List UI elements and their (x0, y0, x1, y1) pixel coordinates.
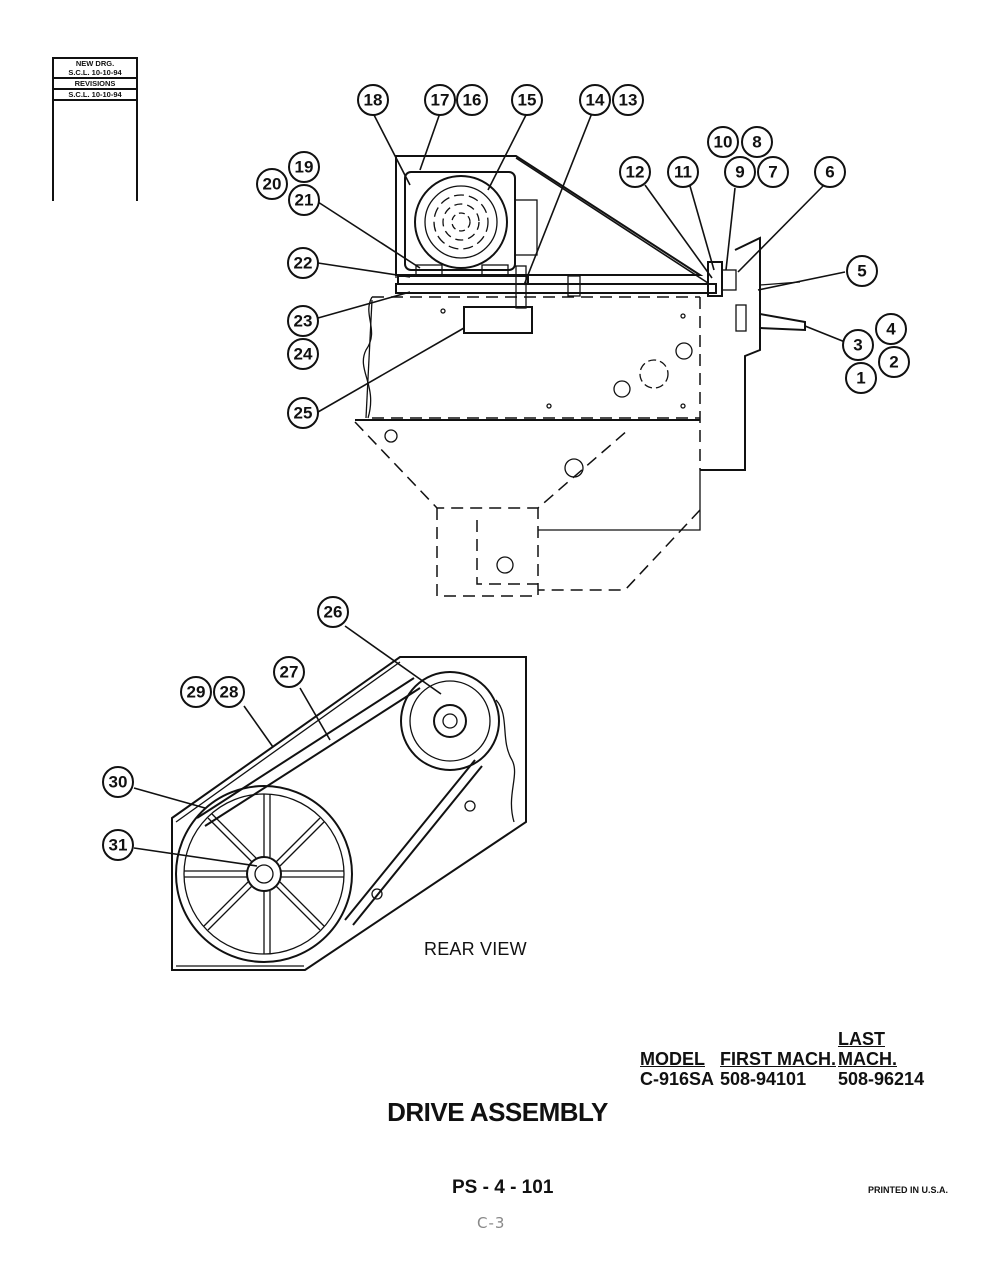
svg-text:6: 6 (825, 163, 834, 182)
drive-pulley (175, 785, 353, 963)
callout-22: 22 (287, 247, 319, 279)
svg-text:30: 30 (109, 773, 128, 792)
svg-text:8: 8 (752, 133, 761, 152)
last-mach-value: 508-96214 (838, 1069, 925, 1089)
callout-17: 17 (424, 84, 456, 116)
motor-guard (395, 155, 704, 276)
motor (404, 171, 538, 276)
svg-text:2: 2 (889, 353, 898, 372)
callout-27: 27 (273, 656, 305, 688)
callout-14: 14 (579, 84, 611, 116)
last-mach-header: LAST MACH. (838, 1029, 897, 1069)
svg-text:12: 12 (626, 163, 645, 182)
svg-text:24: 24 (294, 345, 313, 364)
callout-26: 26 (317, 596, 349, 628)
svg-text:28: 28 (220, 683, 239, 702)
motor-mount-plate (397, 275, 529, 285)
callout-6: 6 (814, 156, 846, 188)
svg-text:13: 13 (619, 91, 638, 110)
svg-text:17: 17 (431, 91, 450, 110)
rear-view (133, 625, 527, 971)
svg-text:23: 23 (294, 312, 313, 331)
belt-outer (196, 677, 415, 819)
handwritten-note: C-3 (477, 1214, 506, 1232)
svg-text:10: 10 (714, 133, 733, 152)
callout-25: 25 (287, 397, 319, 429)
svg-text:11: 11 (674, 163, 692, 182)
revision-date: S.C.L. 10-10-94 (54, 90, 136, 101)
callout-4: 4 (875, 313, 907, 345)
callout-16: 16 (456, 84, 488, 116)
side-view (317, 112, 846, 597)
callout-30: 30 (102, 766, 134, 798)
svg-text:20: 20 (263, 175, 282, 194)
new-drawing-label: NEW DRG. (54, 57, 136, 68)
callout-12: 12 (619, 156, 651, 188)
callout-23: 23 (287, 305, 319, 337)
motor-pulley (400, 671, 500, 771)
belt-guard (171, 656, 527, 971)
svg-text:25: 25 (294, 404, 313, 423)
output-flange (700, 236, 761, 471)
callout-11: 11 (667, 156, 699, 188)
callout-31: 31 (102, 829, 134, 861)
model-table-header: MODEL FIRST MACH.LAST MACH. (640, 1029, 943, 1069)
revision-block: NEW DRG. S.C.L. 10-10-94 REVISIONS S.C.L… (52, 57, 138, 201)
callout-28: 28 (213, 676, 245, 708)
svg-text:16: 16 (463, 91, 482, 110)
revisions-label: REVISIONS (54, 77, 136, 90)
page-title: DRIVE ASSEMBLY (387, 1097, 608, 1127)
control-box (463, 306, 533, 334)
svg-text:15: 15 (518, 91, 537, 110)
callout-5: 5 (846, 255, 878, 287)
svg-text:27: 27 (280, 663, 299, 682)
model-value: C-916SA (640, 1069, 715, 1089)
svg-text:5: 5 (857, 262, 866, 281)
svg-text:4: 4 (886, 320, 896, 339)
callout-19: 19 (288, 151, 320, 183)
drive-shaft (395, 283, 717, 294)
first-mach-value: 508-94101 (720, 1069, 807, 1089)
svg-text:22: 22 (294, 254, 313, 273)
svg-text:31: 31 (109, 836, 128, 855)
first-mach-header: FIRST MACH. (720, 1049, 836, 1069)
callout-9: 9 (724, 156, 756, 188)
svg-text:3: 3 (853, 336, 862, 355)
callout-8: 8 (741, 126, 773, 158)
svg-text:19: 19 (295, 158, 314, 177)
svg-text:7: 7 (768, 163, 777, 182)
svg-text:9: 9 (735, 163, 744, 182)
callout-2: 2 (878, 346, 910, 378)
page-number: PS - 4 - 101 (452, 1177, 554, 1198)
callout-21: 21 (288, 184, 320, 216)
callout-7: 7 (757, 156, 789, 188)
svg-text:26: 26 (324, 603, 343, 622)
model-header: MODEL (640, 1049, 705, 1069)
rear-view-label: REAR VIEW (424, 939, 527, 959)
svg-text:29: 29 (187, 683, 206, 702)
callout-1: 1 (845, 362, 877, 394)
callout-20: 20 (256, 168, 288, 200)
svg-text:14: 14 (586, 91, 605, 110)
svg-text:18: 18 (364, 91, 383, 110)
callout-10: 10 (707, 126, 739, 158)
svg-text:1: 1 (856, 369, 865, 388)
callout-3: 3 (842, 329, 874, 361)
svg-text:21: 21 (295, 191, 314, 210)
callout-29: 29 (180, 676, 212, 708)
callout-13: 13 (612, 84, 644, 116)
new-drawing-date: S.C.L. 10-10-94 (68, 68, 122, 77)
printed-label: PRINTED IN U.S.A. (868, 1185, 949, 1195)
callout-18: 18 (357, 84, 389, 116)
callout-24: 24 (287, 338, 319, 370)
callout-15: 15 (511, 84, 543, 116)
